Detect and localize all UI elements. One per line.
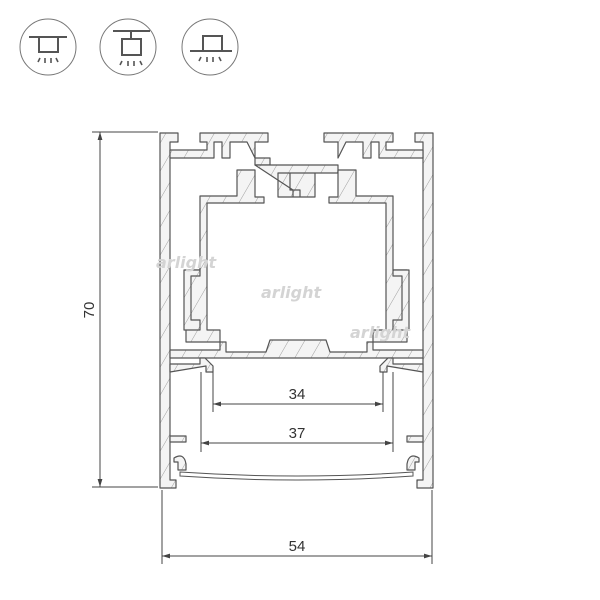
dimension-lines <box>92 131 433 564</box>
inner-34-dimension-label: 34 <box>289 386 306 403</box>
surface-mount-icon <box>181 18 239 76</box>
watermark: arlight <box>350 323 412 342</box>
aluminum-profile <box>159 132 434 489</box>
inner-37-dimension-label: 37 <box>289 425 306 442</box>
diffuser <box>179 471 414 481</box>
recessed-mount-icon <box>19 18 77 76</box>
suspended-mount-icon <box>99 18 157 76</box>
height-dimension-label: 70 <box>81 302 98 319</box>
watermark: arlight <box>156 253 218 272</box>
watermark: arlight <box>261 283 323 302</box>
width-dimension-label: 54 <box>289 538 306 555</box>
